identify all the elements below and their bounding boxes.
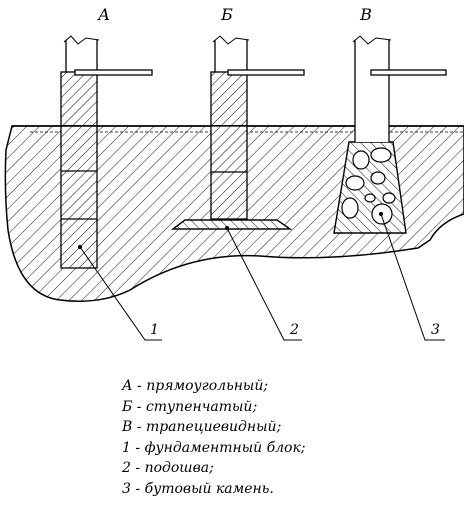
- callout-3: 3: [431, 322, 440, 338]
- legend-item-b: Б - ступенчатый;: [122, 398, 258, 415]
- foundation-a: [60, 35, 153, 269]
- legend-item-1: 1 - фундаментный блок;: [122, 439, 306, 456]
- callout-1: 1: [150, 322, 159, 338]
- foundation-v: [333, 35, 447, 234]
- label-b: Б: [220, 5, 233, 24]
- legend-item-3: 3 - бутовый камень.: [122, 480, 274, 497]
- legend-item-a: А - прямоугольный;: [122, 378, 269, 394]
- legend: А - прямоугольный; Б - ступенчатый; В - …: [122, 376, 306, 499]
- legend-item-v: В - трапециевидный;: [122, 419, 282, 435]
- legend-item-2: 2 - подошва;: [122, 460, 214, 476]
- foundation-types-diagram: А Б В 1 2 3: [4, 5, 464, 341]
- foundation-b: [171, 35, 305, 230]
- sole-2: [171, 219, 293, 230]
- label-a: А: [97, 5, 110, 24]
- leader-lines: [77, 211, 445, 341]
- callout-2: 2: [289, 322, 299, 338]
- label-v: В: [359, 5, 372, 24]
